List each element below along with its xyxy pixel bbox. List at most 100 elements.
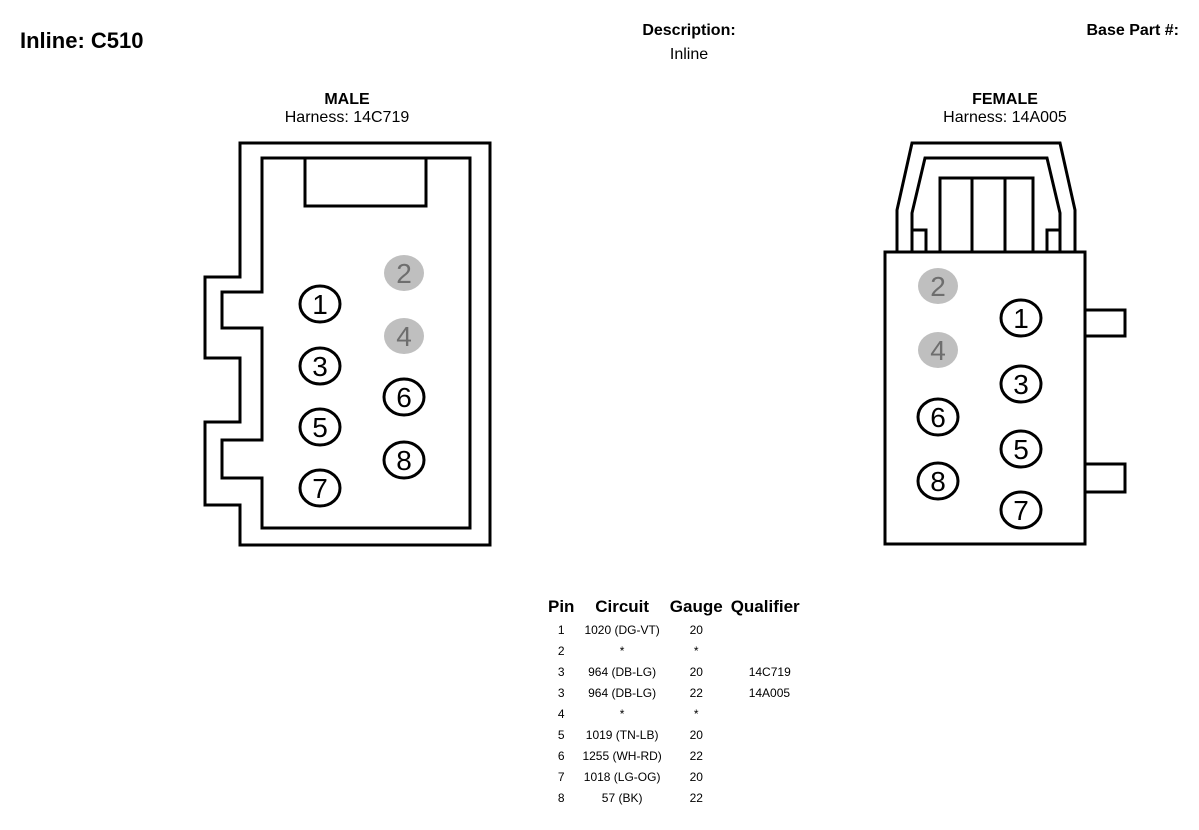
female-pin-4-cavity <box>918 332 958 368</box>
male-pin-5: 5 <box>298 407 342 447</box>
cell-qualifier <box>727 619 804 640</box>
male-pin-7: 7 <box>298 468 342 508</box>
cell-gauge: 22 <box>689 748 703 763</box>
male-pin-group: 1 2 3 4 5 6 7 8 <box>298 255 426 508</box>
cell-pin: 1 <box>557 622 565 637</box>
cell-qualifier: 14A005 <box>748 685 791 700</box>
cell-gauge: 20 <box>689 664 703 679</box>
male-pin-3-cavity <box>298 346 342 386</box>
male-pin-8-cavity <box>382 440 426 480</box>
col-header-qualifier: Qualifier <box>730 597 800 616</box>
cell-gauge: * <box>693 643 699 658</box>
female-pin-5: 5 <box>999 429 1043 469</box>
cell-pin: 7 <box>557 769 565 784</box>
cell-circuit: * <box>619 706 625 721</box>
cell-pin: 2 <box>557 643 565 658</box>
cell-pin: 4 <box>557 706 565 721</box>
female-pin-5-cavity <box>999 429 1043 469</box>
female-pin-1-label: 1 <box>1013 303 1029 334</box>
female-pin-8: 8 <box>916 461 960 501</box>
female-pin-2-cavity <box>918 268 958 304</box>
female-pin-8-label: 8 <box>930 466 946 497</box>
cell-qualifier <box>727 787 804 808</box>
male-pin-2: 2 <box>384 255 424 291</box>
connector-title: Inline: C510 <box>20 28 144 53</box>
cell-circuit: 1020 (DG-VT) <box>584 622 660 637</box>
cell-qualifier <box>727 724 804 745</box>
female-connector-label: FEMALE Harness: 14A005 <box>885 91 1125 127</box>
male-pin-6-cavity <box>382 377 426 417</box>
cell-circuit: 964 (DB-LG) <box>588 685 657 700</box>
cell-pin: 8 <box>557 790 565 805</box>
female-pin-3-cavity <box>999 364 1043 404</box>
cell-circuit: * <box>619 643 625 658</box>
cell-pin: 3 <box>557 685 565 700</box>
male-pin-8-label: 8 <box>396 445 412 476</box>
female-harness-label: Harness: 14A005 <box>943 109 1067 126</box>
cell-pin: 6 <box>557 748 565 763</box>
female-pin-6-label: 6 <box>930 402 946 433</box>
male-pin-2-cavity <box>384 255 424 291</box>
table-row: 3 964 (DB-LG) 22 14A005 <box>544 682 804 703</box>
female-pin-1: 1 <box>999 298 1043 338</box>
male-pin-4: 4 <box>384 318 424 354</box>
male-pin-6: 6 <box>382 377 426 417</box>
female-pin-3-label: 3 <box>1013 369 1029 400</box>
male-pin-1-cavity <box>298 284 342 324</box>
col-header-gauge: Gauge <box>669 597 723 616</box>
female-pin-1-cavity <box>999 298 1043 338</box>
female-pin-7: 7 <box>999 490 1043 530</box>
female-pin-6: 6 <box>916 397 960 437</box>
table-row: 2 * * <box>544 640 804 661</box>
male-pin-7-label: 7 <box>312 473 328 504</box>
cell-gauge: 22 <box>689 685 703 700</box>
col-header-circuit: Circuit <box>595 597 650 616</box>
cell-qualifier <box>727 766 804 787</box>
cell-gauge: 20 <box>689 769 703 784</box>
cell-qualifier <box>727 745 804 766</box>
male-gender-label: MALE <box>324 91 370 108</box>
female-pin-3: 3 <box>999 364 1043 404</box>
male-pin-8: 8 <box>382 440 426 480</box>
cell-circuit: 964 (DB-LG) <box>588 664 657 679</box>
male-pin-2-label: 2 <box>396 258 412 289</box>
male-pin-3-label: 3 <box>312 351 328 382</box>
female-pin-2: 2 <box>918 268 958 304</box>
male-pin-4-cavity <box>384 318 424 354</box>
female-pin-group: 1 2 3 4 5 6 7 8 <box>916 268 1043 530</box>
male-pin-3: 3 <box>298 346 342 386</box>
table-row: 6 1255 (WH-RD) 22 <box>544 745 804 766</box>
cell-circuit: 1018 (LG-OG) <box>583 769 661 784</box>
cell-qualifier <box>727 640 804 661</box>
male-pin-6-label: 6 <box>396 382 412 413</box>
cell-gauge: 20 <box>689 727 703 742</box>
male-pin-1-label: 1 <box>312 289 328 320</box>
table-row: 7 1018 (LG-OG) 20 <box>544 766 804 787</box>
male-pin-1: 1 <box>298 284 342 324</box>
male-connector-body <box>203 141 492 547</box>
female-pin-4-label: 4 <box>930 335 946 366</box>
cell-circuit: 1019 (TN-LB) <box>585 727 659 742</box>
base-part-label: Base Part #: <box>1086 22 1180 39</box>
male-connector-label: MALE Harness: 14C719 <box>227 91 467 127</box>
table-row: 4 * * <box>544 703 804 724</box>
female-pin-4: 4 <box>918 332 958 368</box>
description-value: Inline <box>669 46 709 63</box>
female-connector-body <box>883 141 1127 546</box>
col-header-pin: Pin <box>548 597 575 616</box>
male-pin-5-cavity <box>298 407 342 447</box>
female-pin-7-label: 7 <box>1013 495 1029 526</box>
female-pin-8-cavity <box>916 461 960 501</box>
cell-pin: 3 <box>557 664 565 679</box>
male-harness-label: Harness: 14C719 <box>284 109 410 126</box>
cell-circuit: 1255 (WH-RD) <box>582 748 662 763</box>
description-label: Description: <box>642 22 736 39</box>
cell-gauge: * <box>693 706 699 721</box>
male-pin-5-label: 5 <box>312 412 328 443</box>
female-pin-2-label: 2 <box>930 271 946 302</box>
